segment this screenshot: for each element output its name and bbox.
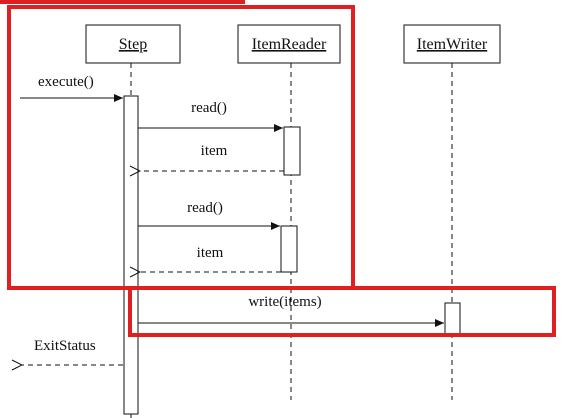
highlight-write-group	[128, 286, 556, 337]
message-read-1-label: read()	[191, 100, 227, 116]
lifeline-reader-label: ItemReader	[252, 36, 327, 53]
message-item-1-label: item	[201, 143, 228, 159]
lifeline-step-box	[85, 24, 181, 64]
message-read-2-label: read()	[187, 200, 223, 216]
lifeline-step-label: Step	[119, 36, 147, 53]
activation-step	[123, 95, 139, 415]
message-write-label: write(items)	[248, 294, 321, 310]
lifeline-reader-box	[237, 24, 341, 64]
activation-reader-1	[283, 126, 301, 176]
message-exit-label: ExitStatus	[34, 338, 96, 354]
message-execute-label: execute()	[38, 74, 94, 90]
lifeline-writer-label: ItemWriter	[417, 36, 488, 53]
lifeline-writer-box	[403, 24, 501, 64]
activation-writer	[444, 302, 461, 335]
activation-reader-2	[280, 225, 298, 273]
message-item-2-label: item	[197, 245, 224, 261]
